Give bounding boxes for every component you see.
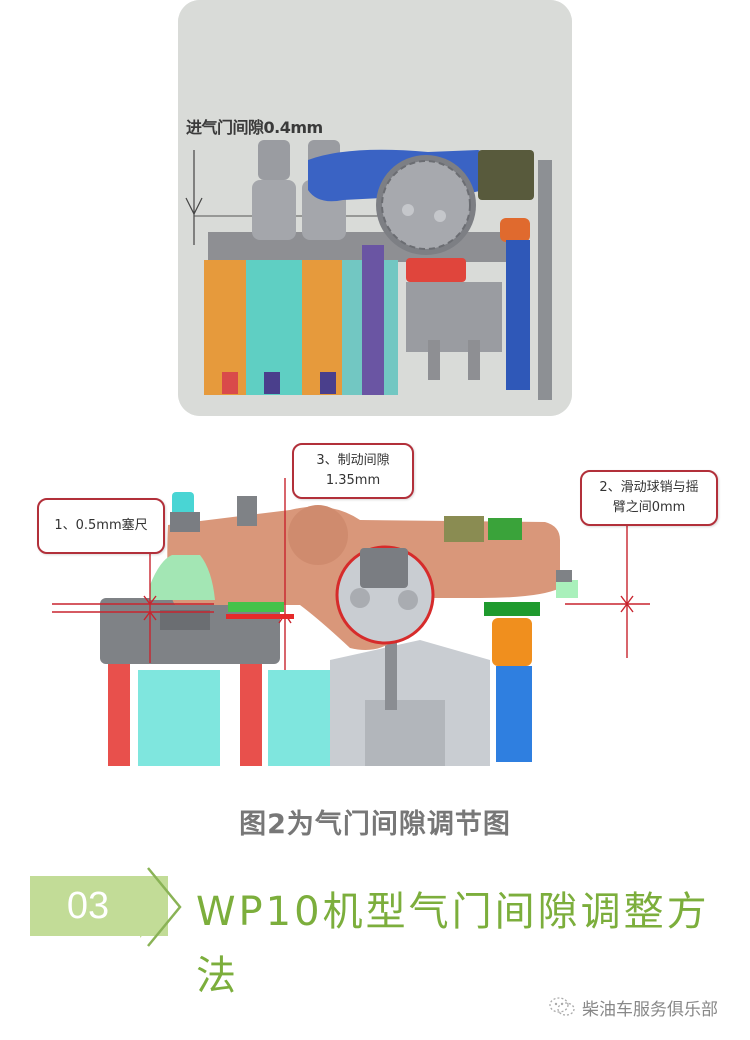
callout-3-line2: 1.35mm xyxy=(325,473,381,488)
callout-1-text: 1、0.5mm塞尺 xyxy=(54,518,148,533)
callout-3-line1: 3、制动间隙 xyxy=(316,453,390,468)
account-watermark: 柴油车服务俱乐部 xyxy=(548,992,718,1022)
callout-2-line2: 臂之间0mm xyxy=(612,500,686,515)
watermark-text: 柴油车服务俱乐部 xyxy=(582,999,718,1020)
cad-drawing xyxy=(52,478,650,766)
section-number: 03 xyxy=(66,885,110,927)
valve-clearance-photo: 进气门间隙0.4mm xyxy=(178,0,572,416)
callout-ball-pin-clearance: 2、滑动球销与摇 臂之间0mm xyxy=(580,470,718,526)
callout-2-line1: 2、滑动球销与摇 xyxy=(599,480,699,495)
chevron-right-icon xyxy=(140,867,182,947)
valve-adjustment-diagram: 1、0.5mm塞尺 3、制动间隙 1.35mm 2、滑动球销与摇 臂之间0mm xyxy=(0,430,750,780)
figure-caption: 图2为气门间隙调节图 xyxy=(239,809,511,840)
intake-valve-clearance-label: 进气门间隙0.4mm xyxy=(186,118,323,137)
wechat-icon xyxy=(549,997,575,1016)
section-title: WP10机型气门间隙调整方法 xyxy=(196,889,710,999)
photo-diagram xyxy=(178,0,572,416)
callout-feeler-gauge: 1、0.5mm塞尺 xyxy=(37,498,165,554)
callout-brake-clearance: 3、制动间隙 1.35mm xyxy=(292,443,414,499)
